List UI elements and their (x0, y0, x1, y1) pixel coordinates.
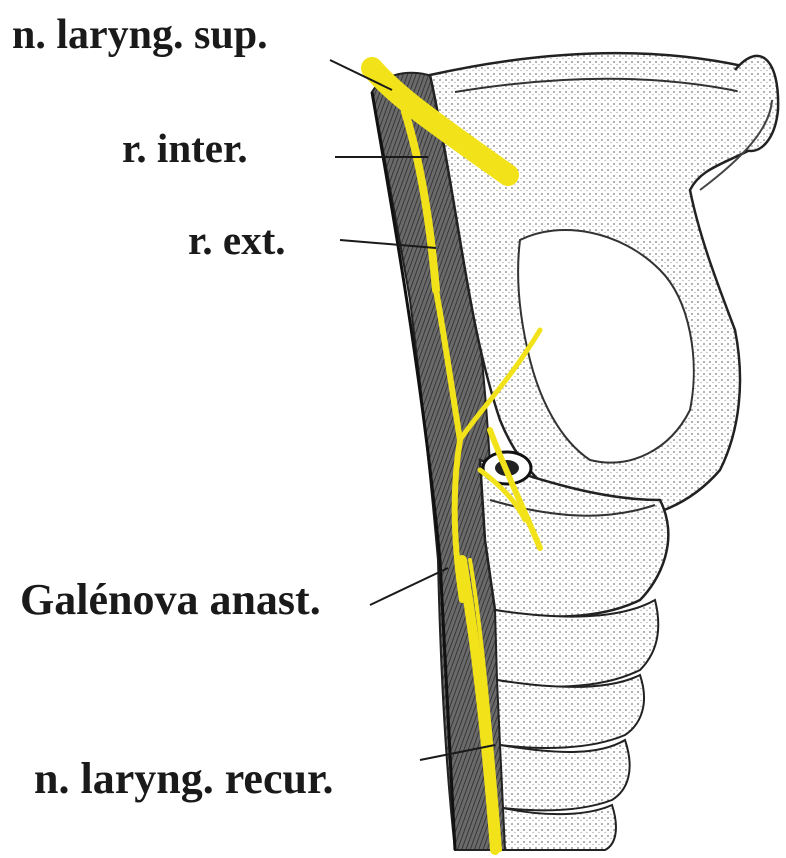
label-galen-anastomosis: Galénova anast. (20, 578, 321, 622)
label-recurrent-laryngeal-nerve: n. laryng. recur. (34, 757, 333, 801)
label-superior-laryngeal-nerve: n. laryng. sup. (12, 14, 268, 56)
label-external-branch: r. ext. (188, 220, 286, 261)
leader-galen (370, 568, 448, 605)
label-internal-branch: r. inter. (122, 128, 248, 169)
trachea (495, 600, 658, 850)
